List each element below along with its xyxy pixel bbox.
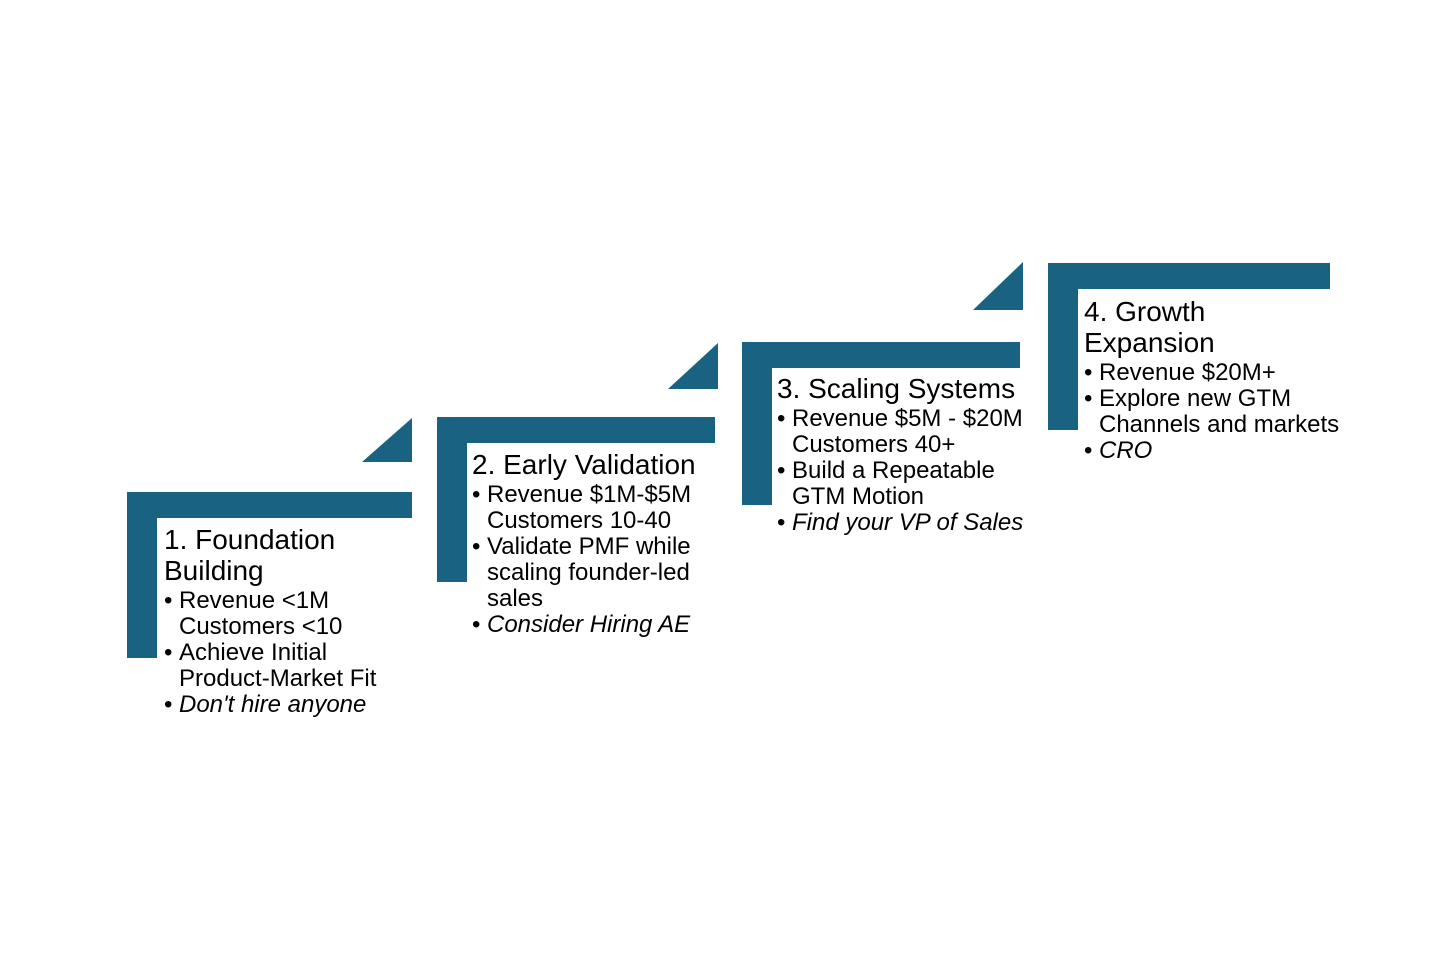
step-early-validation (437, 417, 715, 582)
riser-triangle-3 (668, 343, 718, 389)
step-bar-leg (1048, 263, 1078, 430)
step-title: 3. Scaling Systems (777, 373, 1016, 404)
step-bar-top (742, 342, 1020, 368)
step-bar-top (437, 417, 715, 443)
step-title: 2. Early Validation (472, 449, 696, 480)
step-content-scaling-systems: 3. Scaling Systems Revenue $5M - $20M Cu… (777, 373, 1037, 536)
bullet-item-emphasis: Don't hire anyone (164, 692, 414, 719)
riser-triangle-4 (973, 262, 1023, 310)
bullet-item: Explore new GTM Channels and markets (1084, 386, 1344, 438)
bullet-item-emphasis: CRO (1084, 438, 1344, 465)
bullet-item: Revenue $5M - $20M Customers 40+ (777, 406, 1037, 458)
step-title: 1. Foundation Building (164, 524, 336, 586)
bullet-item-emphasis: Find your VP of Sales (777, 510, 1037, 537)
step-bar-leg (742, 342, 772, 505)
step-content-foundation-building: 1. Foundation Building Revenue <1M Custo… (164, 524, 414, 718)
step-bar-leg (127, 492, 157, 658)
step-bullet-list: Revenue $5M - $20M Customers 40+ Build a… (777, 406, 1037, 537)
step-title: 4. Growth Expansion (1084, 296, 1215, 358)
step-bar-leg (437, 417, 467, 582)
step-bar-top (127, 492, 412, 518)
step-foundation-building (127, 492, 412, 662)
step-bullet-list: Revenue $1M-$5M Customers 10-40 Validate… (472, 482, 727, 639)
bullet-item: Validate PMF while scaling founder-led s… (472, 534, 727, 612)
step-bar-top (1048, 263, 1330, 289)
step-content-early-validation: 2. Early Validation Revenue $1M-$5M Cust… (472, 449, 727, 638)
bullet-item: Achieve Initial Product-Market Fit (164, 640, 414, 692)
bullet-item: Revenue <1M Customers <10 (164, 588, 414, 640)
step-bullet-list: Revenue $20M+ Explore new GTM Channels a… (1084, 360, 1344, 465)
bullet-item: Revenue $1M-$5M Customers 10-40 (472, 482, 727, 534)
step-bullet-list: Revenue <1M Customers <10 Achieve Initia… (164, 588, 414, 719)
bullet-item-emphasis: Consider Hiring AE (472, 612, 727, 639)
step-scaling-systems (742, 342, 1020, 505)
step-growth-expansion (1048, 263, 1330, 430)
bullet-item: Build a Repeatable GTM Motion (777, 458, 1037, 510)
riser-triangle-2 (362, 418, 412, 462)
bullet-item: Revenue $20M+ (1084, 360, 1344, 387)
step-content-growth-expansion: 4. Growth Expansion Revenue $20M+ Explor… (1084, 296, 1344, 464)
